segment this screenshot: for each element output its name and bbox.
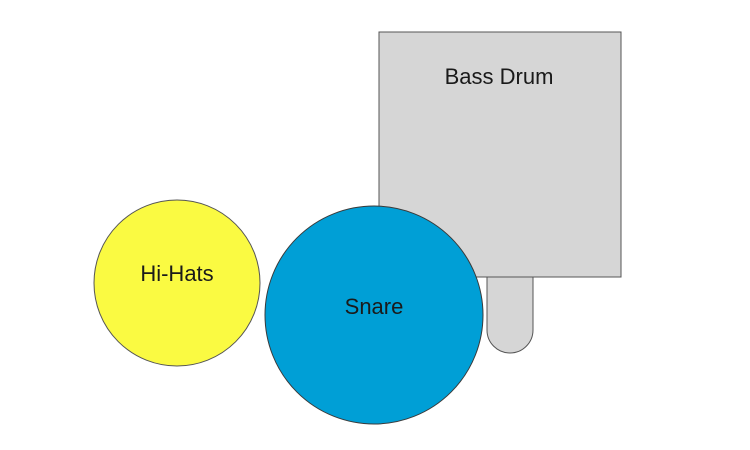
bass-drum-pedal xyxy=(486,276,534,354)
bass-drum-label: Bass Drum xyxy=(445,64,554,89)
hi-hats-label: Hi-Hats xyxy=(140,261,213,286)
snare xyxy=(264,205,484,425)
hi-hats xyxy=(93,199,261,367)
snare-label: Snare xyxy=(345,294,404,319)
